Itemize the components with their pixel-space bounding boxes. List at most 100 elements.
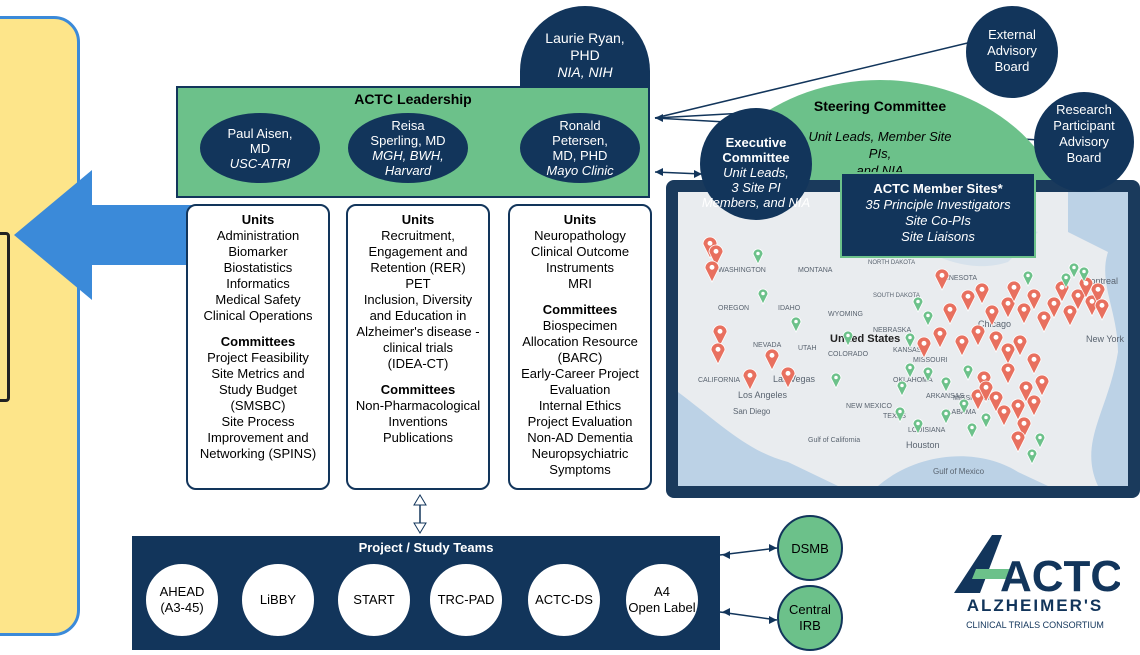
steering-members-line1: Unit Leads, Member Site PIs, [808,129,952,161]
list-item: Study Budget [218,382,298,397]
pin-dot [900,383,904,388]
site-pin-red-icon [710,342,726,365]
leader-name-2: Petersen, [552,133,608,148]
pin-dot [1089,298,1095,304]
site-pin-red-icon [1012,334,1028,357]
site-pin-red-icon [1006,280,1022,303]
site-pin-green-icon [940,376,952,393]
map-label: San Diego [733,407,771,416]
member-sites-line3: Site Liaisons [901,229,975,244]
team-trc-pad: TRC-PAD [428,562,504,638]
ryan-affiliation: NIA, NIH [557,64,613,80]
pin-dot [1075,292,1081,298]
site-pin-green-icon [757,288,769,305]
map-label: ARKANSAS [926,393,964,400]
ext-line2: Advisory [987,43,1037,58]
site-pin-green-icon [958,398,970,415]
pin-dot [756,251,760,256]
pin-dot [898,409,902,414]
map-label: CALIFORNIA [698,377,740,384]
site-pin-green-icon [1026,448,1038,465]
site-pin-green-icon [962,364,974,381]
list-item: Improvement and [207,430,309,445]
pin-dot [1038,435,1042,440]
site-pin-red-icon [984,304,1000,327]
team-ahead: AHEAD(A3-45) [144,562,220,638]
site-pin-red-icon [960,289,976,312]
site-pin-red-icon [1046,296,1062,319]
leader-name: Paul Aisen, [227,125,293,141]
site-pin-green-icon [1034,432,1046,449]
list-item: clinical trials [382,340,454,355]
pin-dot [916,421,920,426]
site-pin-red-icon [932,326,948,349]
list-item: Internal Ethics [538,398,622,413]
pin-dot [794,319,798,324]
team-label: START [353,592,395,607]
team-label: TRC-PAD [437,592,495,607]
list-item: Inventions [388,414,448,429]
site-pin-red-icon [988,390,1004,413]
map-label: IDAHO [778,305,801,312]
list-item: Symptoms [549,462,611,477]
leader-name-2: Sperling, MD [370,133,446,148]
leader-affiliation: MGH, BWH, [372,148,444,163]
list-item: Instruments [546,260,614,275]
site-pin-red-icon [978,380,994,403]
map-label: NEW MEXICO [846,403,892,410]
list-item: Neuropathology [534,228,626,243]
map-label: Las Vegas [773,374,816,384]
map-label: WASHINGTON [718,267,766,274]
steering-title: Steering Committee [813,98,947,114]
site-pin-red-icon [988,330,1004,353]
pin-dot [1099,302,1105,308]
pin-dot [1021,420,1027,426]
site-pin-red-icon [1062,304,1078,327]
committees-heading: Committees [380,382,456,397]
pin-dot [975,392,981,398]
site-pin-green-icon [790,316,802,333]
logo-mark: ACTC [1000,552,1120,601]
list-item: Clinical Outcome [530,244,630,259]
pin-dot [1030,451,1034,456]
pin-dot [921,340,927,346]
map-label: KANSAS [893,347,922,354]
map-label: NORTH DAKOTA [868,260,915,266]
team-label: ACTC-DS [535,592,593,607]
site-pin-green-icon [904,362,916,379]
site-pin-green-icon [830,372,842,389]
pin-dot [1031,398,1037,404]
list-item: Medical Safety [215,292,301,307]
map-label: LOUISIANA [908,427,946,434]
pin-dot [715,346,721,352]
site-pin-green-icon [922,366,934,383]
pin-dot [975,328,981,334]
pin-dot [1011,284,1017,290]
map-label: Los Angeles [738,390,788,400]
map-label: SOUTH DAKOTA [873,293,920,299]
site-pin-green-icon [842,330,854,347]
pin-dot [965,293,971,299]
site-pin-red-icon [1000,362,1016,385]
pin-dot [1095,286,1101,292]
site-pin-green-icon [922,310,934,327]
site-pin-red-icon [1036,310,1052,333]
list-item: Inclusion, Diversity [363,292,473,307]
ryan-degree: PHD [570,47,600,63]
site-pin-red-icon [1090,282,1106,305]
pin-dot [1059,284,1065,290]
pin-dot [983,384,989,390]
list-item: Biospecimen [542,318,618,333]
leader-affiliation-2: Harvard [384,163,432,178]
list-item: Informatics [226,276,290,291]
site-pin-red-icon [974,282,990,305]
pin-dot [962,401,966,406]
teams-title: Project / Study Teams [358,540,494,555]
rpab-line2: Participant [1053,118,1115,133]
site-pin-red-icon [970,324,986,347]
pin-dot [926,313,930,318]
